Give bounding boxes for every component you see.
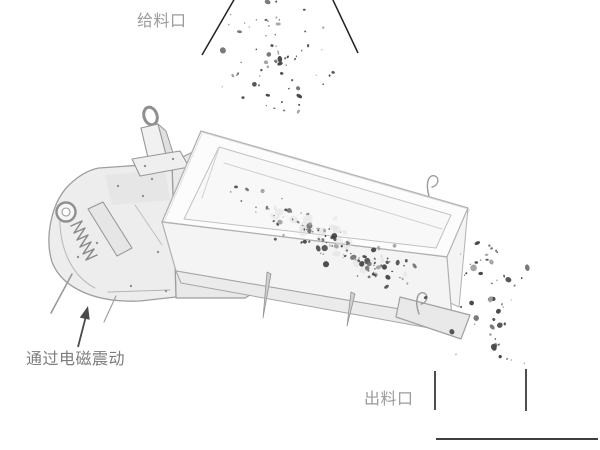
drive-spring [70, 201, 133, 261]
support-rods [50, 273, 117, 323]
discharge-stream-particles [449, 241, 530, 365]
trough-fin-2 [346, 291, 356, 327]
feed-stream-particles [219, 0, 335, 114]
trough [161, 130, 471, 340]
discharge-label: 出料口 [364, 389, 414, 408]
front-hook [416, 292, 428, 315]
trough-material-particles [230, 185, 428, 300]
annotations: 给料口 通过电磁震动 出料口 [26, 0, 598, 440]
feed-inlet-label: 给料口 [137, 11, 187, 30]
lifting-ring [55, 201, 77, 223]
rear-hook [426, 175, 439, 197]
feeder-machine-sketch [48, 105, 471, 340]
screw-dots [76, 177, 168, 293]
vibration-label: 通过电磁震动 [26, 349, 125, 368]
trough-fin-1 [262, 271, 272, 319]
top-bracket [131, 105, 190, 177]
discharge-lip [395, 296, 471, 340]
trough-rim-inner [183, 146, 452, 249]
hopper-left-line [201, 0, 235, 56]
vibration-arrow [77, 306, 90, 348]
hopper-right-line [332, 0, 359, 54]
